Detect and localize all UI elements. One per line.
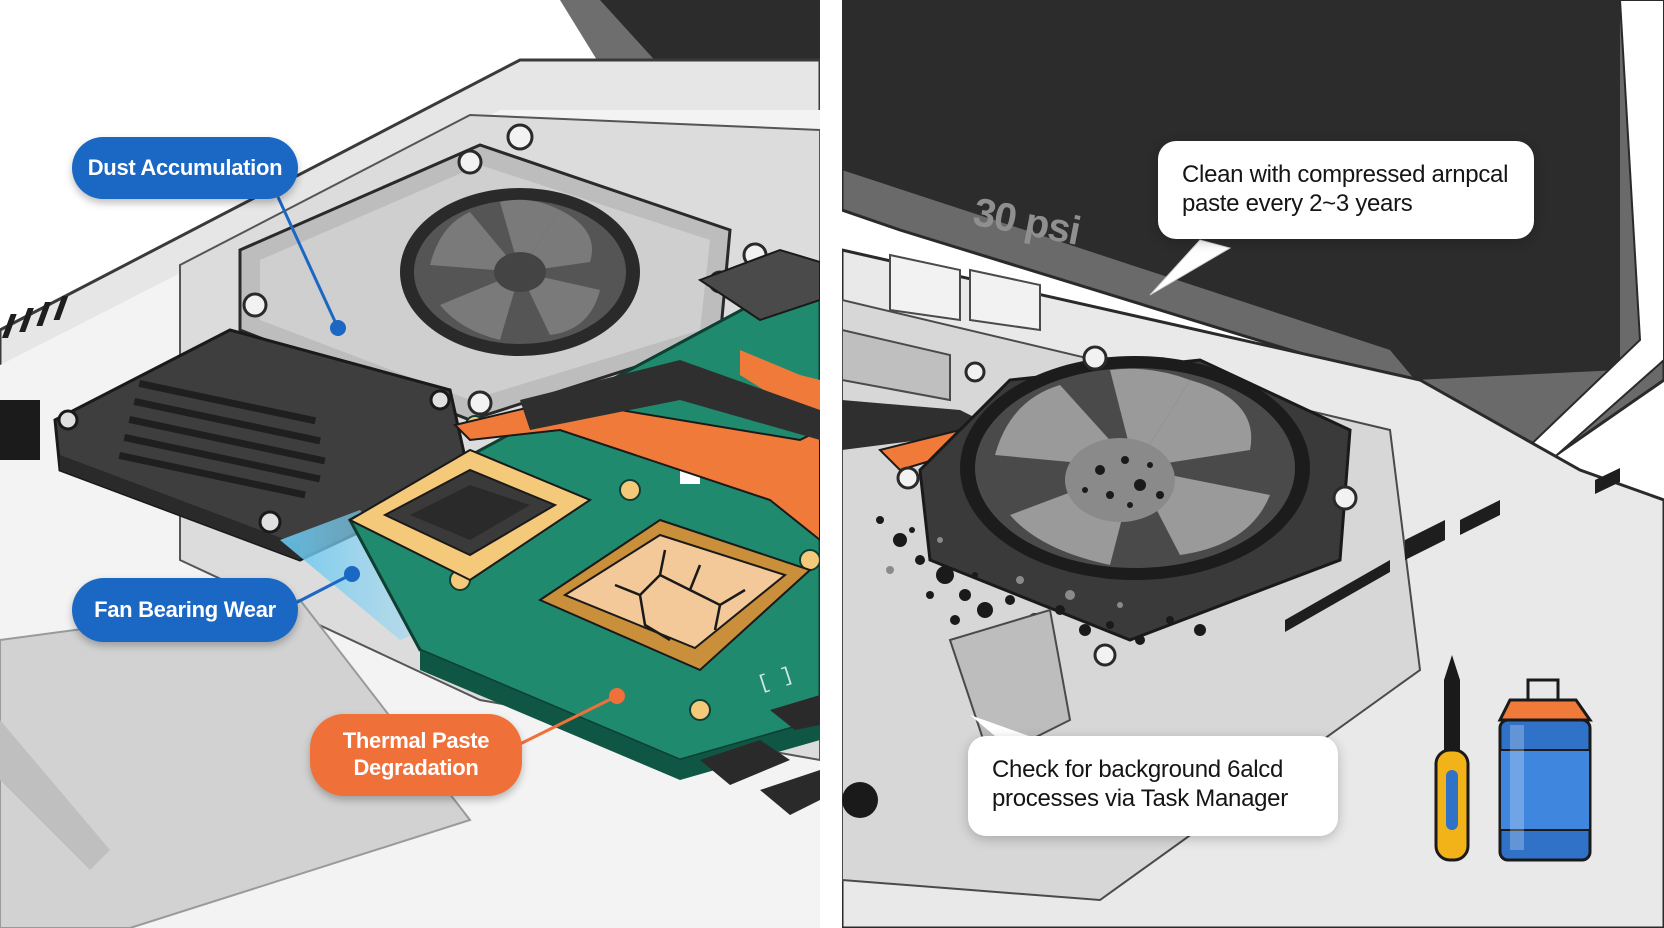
callout-thermal-paste-degradation: Thermal Paste Degradation (310, 714, 522, 796)
callout-dust-label: Dust Accumulation (87, 154, 283, 180)
callout-thermal-paste-line2: Degradation (353, 755, 479, 780)
callout-fan-bearing-label: Fan Bearing Wear (94, 596, 276, 622)
compressed-air-can-icon (1497, 678, 1593, 862)
right-panel-solutions (842, 0, 1664, 928)
callout-fan-bearing-wear: Fan Bearing Wear (72, 578, 298, 642)
tip-clean-compressed-air: Clean with compressed arnpcal paste ever… (1158, 141, 1534, 239)
tip-check-line2: processes via Task Manager (992, 784, 1288, 812)
tip-check-line1: Check for background 6alcd (992, 756, 1284, 783)
left-panel-problems: [ ] (0, 0, 820, 928)
panel-divider (834, 0, 842, 928)
callout-thermal-paste-line1: Thermal Paste (342, 728, 490, 754)
callout-dust-accumulation: Dust Accumulation (72, 137, 298, 199)
panel-divider (822, 0, 830, 928)
tip-clean-line1: Clean with compressed arnpcal (1182, 161, 1509, 188)
tip-check-task-manager: Check for background 6alcd processes via… (968, 736, 1338, 836)
tip-clean-line2: paste every 2~3 years (1182, 189, 1413, 217)
screwdriver-icon (1434, 655, 1470, 862)
